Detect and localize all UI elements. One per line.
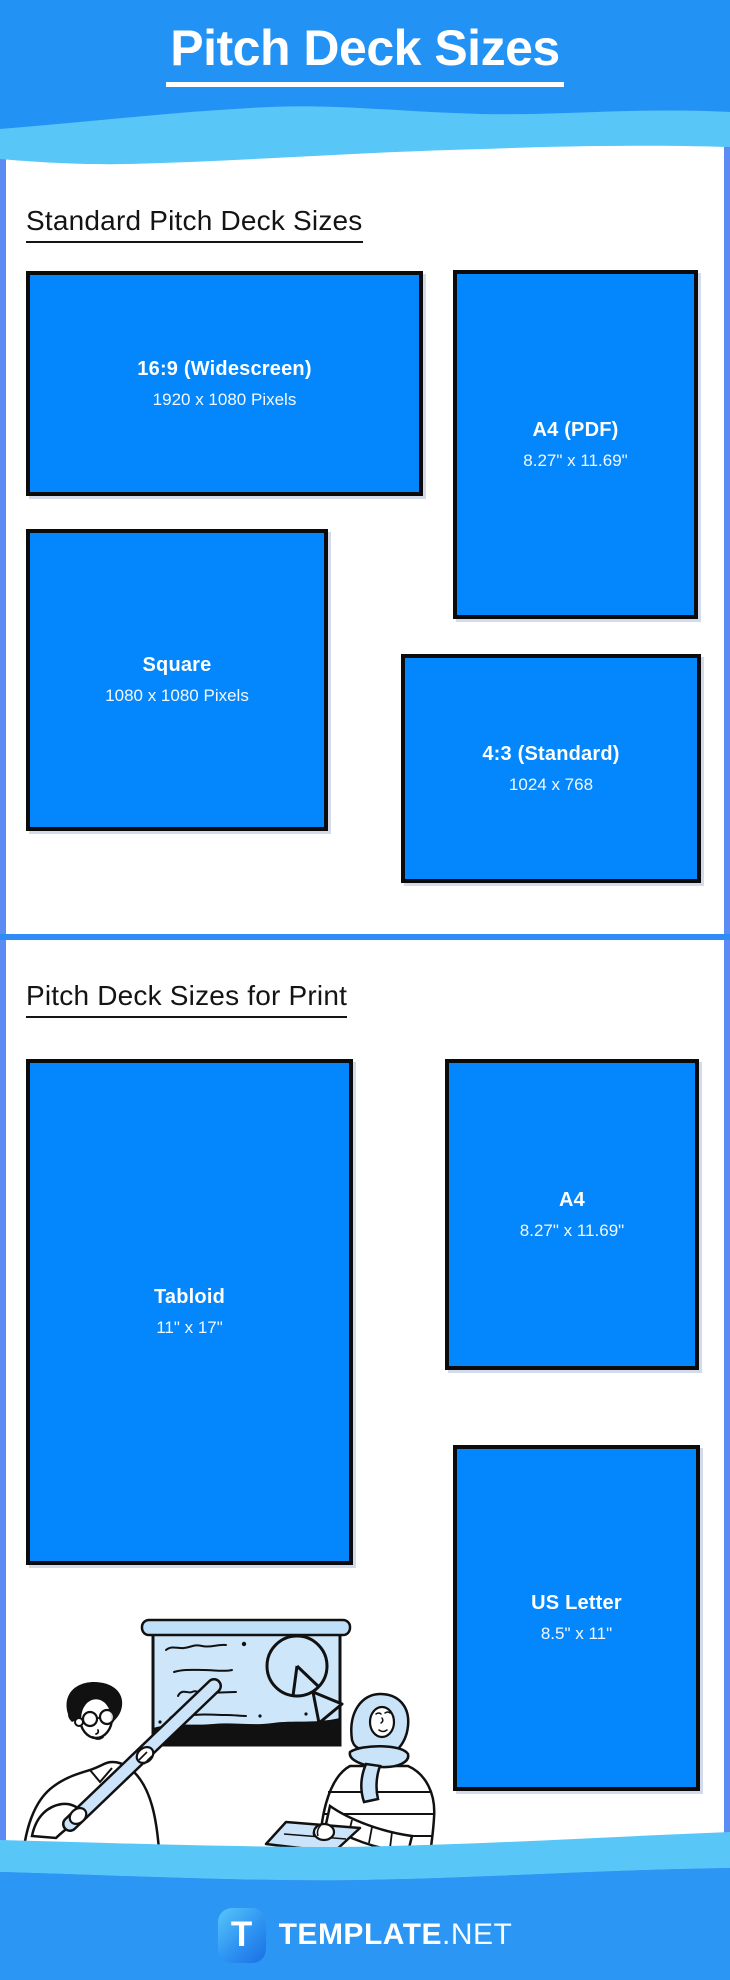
size-box-a4-print: A4 8.27" x 11.69" (445, 1059, 699, 1370)
section-heading-print-text: Pitch Deck Sizes for Print (26, 980, 348, 1018)
template-net-logo: T TEMPLATE.NET (0, 1904, 730, 1966)
template-logo-icon: T (217, 1907, 266, 1963)
size-box-dimensions: 8.27" x 11.69" (523, 450, 628, 470)
section-heading-print: Pitch Deck Sizes for Print (26, 980, 348, 1018)
header: Pitch Deck Sizes (0, 20, 730, 87)
size-box-label: US Letter (531, 1592, 622, 1614)
presenter-man (20, 1678, 222, 1868)
size-box-4-3-standard: 4:3 (Standard) 1024 x 768 (401, 654, 701, 883)
size-box-label: 16:9 (Widescreen) (137, 357, 312, 380)
brand-name: TEMPLATE (278, 1918, 443, 1951)
size-box-dimensions: 1920 x 1080 Pixels (152, 389, 297, 409)
page-title: Pitch Deck Sizes (166, 20, 564, 87)
size-box-a4-pdf: A4 (PDF) 8.27" x 11.69" (453, 270, 698, 619)
section-heading-standard: Standard Pitch Deck Sizes (26, 205, 363, 243)
header-wave (0, 0, 730, 165)
section-divider (0, 934, 730, 940)
size-box-dimensions: 8.5" x 11" (540, 1624, 613, 1643)
footer-wave (0, 1832, 730, 1980)
size-box-label: Tabloid (153, 1286, 226, 1308)
size-box-dimensions: 1080 x 1080 Pixels (105, 686, 249, 705)
pie-chart-drawing (265, 1634, 344, 1725)
size-box-label: Square (142, 654, 212, 676)
template-logo-letter: T (230, 1915, 253, 1954)
flipchart-scribbles (165, 1643, 247, 1718)
flipchart (140, 1618, 352, 1747)
presentation-illustration (20, 1618, 436, 1868)
size-box-square: Square 1080 x 1080 Pixels (26, 529, 328, 831)
size-box-label: A4 (559, 1188, 585, 1211)
presenter-woman (264, 1692, 436, 1868)
size-box-us-letter: US Letter 8.5" x 11" (453, 1445, 700, 1791)
section-heading-standard-text: Standard Pitch Deck Sizes (26, 205, 363, 243)
size-box-label: 4:3 (Standard) (482, 742, 620, 765)
size-box-16-9-widescreen: 16:9 (Widescreen) 1920 x 1080 Pixels (26, 271, 423, 496)
size-box-dimensions: 11" x 17" (156, 1318, 223, 1337)
template-logo-text: TEMPLATE.NET (279, 1918, 513, 1952)
size-box-dimensions: 8.27" x 11.69" (519, 1220, 625, 1240)
size-box-dimensions: 1024 x 768 (508, 774, 594, 794)
size-box-tabloid: Tabloid 11" x 17" (26, 1059, 353, 1565)
brand-tld: .NET (442, 1918, 513, 1951)
size-box-label: A4 (PDF) (532, 418, 619, 441)
